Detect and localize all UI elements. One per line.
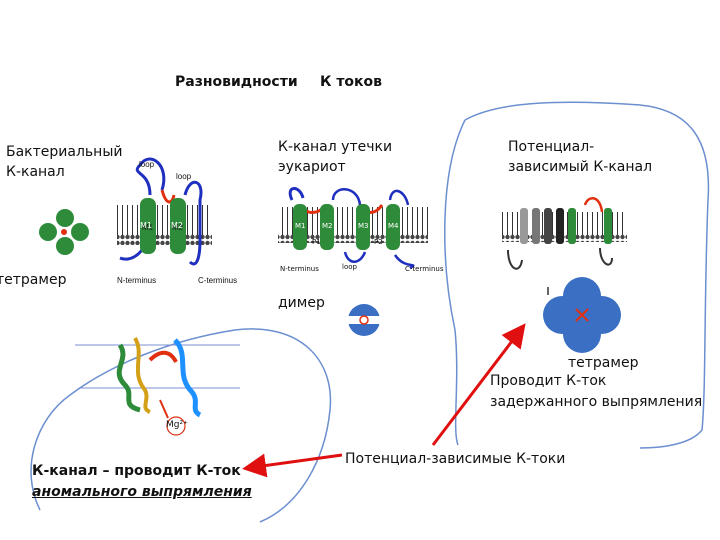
bacterial-loop2-label: loop [176,172,192,181]
svg-text:M2: M2 [172,223,184,232]
voltage-gated-topology-icon [502,197,627,270]
bacterial-m2-label: M2 [171,221,183,230]
rectifier-structure-icon [75,336,240,436]
arrow-to-rectifier [242,453,343,478]
voltage-label-line1: Потенциал- [508,139,595,155]
bacterial-label-line2: К-канал [6,164,65,180]
bacterial-tetramer-icon [39,209,89,255]
leak-loop-label: loop [342,263,357,271]
leak-m3-label: M3 [358,222,369,230]
bacterial-label-line1: Бактериальный [6,144,123,160]
title-part-2: К токов [320,74,383,90]
voltage-tetramer-icon [543,277,621,353]
voltage-conducts-line2: задержанного выпрямления [490,394,703,410]
rectifier-label-line1: К-канал – проводит К-ток [32,463,241,479]
voltage-label-line2: зависимый К-канал [508,159,653,175]
svg-text:M1: M1 [142,223,154,232]
left-lasso-outline [30,328,332,523]
mg-ion-label: Mg²⁺ [166,420,188,430]
bacterial-loop1-label: loop [139,160,155,169]
leak-m4-label: M4 [388,222,399,230]
bacterial-c-terminus-label: C-terminus [198,276,238,285]
bacterial-n-terminus-label: N-terminus [117,276,157,285]
voltage-tetramer-label: тетрамер [568,355,639,371]
dimer-icon [348,304,380,336]
arrow-to-voltage-tetramer [431,323,526,446]
leak-c-terminus-label: C-terminus [405,265,444,273]
leak-topology-icon [278,187,428,270]
leak-p2-label: P2 [374,238,383,246]
voltage-conducts-line1: Проводит К-ток [490,373,607,389]
leak-dimer-label: димер [278,295,325,311]
leak-label-line1: К-канал утечки [278,139,393,155]
bacterial-m1-label: M1 [140,221,152,230]
leak-label-line2: эукариот [278,159,346,175]
leak-n-terminus-label: N-terminus [280,265,319,273]
leak-m2-label: M2 [322,222,333,230]
bacterial-topology-icon: M1 M2 [117,157,212,266]
leak-p1-label: P1 [312,238,321,246]
rectifier-label-line2: аномального выпрямления [32,484,252,500]
voltage-currents-label: Потенциал-зависимые К-токи [345,451,566,467]
bacterial-tetramer-label: тетрамер [0,272,67,288]
leak-m1-label: M1 [295,222,306,230]
title-part-1: Разновидности [175,74,298,90]
